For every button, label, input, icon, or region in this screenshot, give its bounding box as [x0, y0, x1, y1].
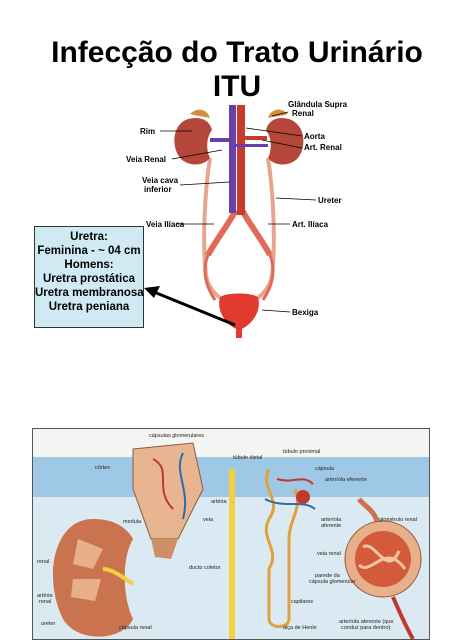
urethra-prostatic: Uretra prostática [42, 273, 136, 285]
nlabel-renal: renal [37, 559, 50, 565]
urethra-membranous: Uretra membranosa [35, 287, 144, 299]
label-bexiga: Bexiga [292, 308, 319, 317]
right-kidney [266, 118, 304, 165]
nlabel-capsula: cápsula [315, 466, 334, 472]
nlabel-tubulo-proximal: túbulo proximal [283, 449, 321, 455]
urethra-info-box: Uretra: Feminina - ~ 04 cm Homens: Uretr… [34, 226, 144, 328]
nlabel-parede-2: cápsula glomerular [309, 579, 356, 585]
nephron-illustration-panel: cápsulas glomerulares túbulo distal túbu… [32, 428, 430, 640]
urinary-system-illustration [174, 105, 304, 338]
collecting-duct [229, 469, 235, 639]
label-ureter: Ureter [318, 196, 342, 205]
nlabel-tubulo-distal: túbulo distal [233, 455, 263, 461]
urethra-men-heading: Homens: [64, 259, 114, 271]
kidney-section [53, 519, 133, 637]
nlabel-ureter: ureter [41, 621, 56, 627]
slide-subtitle: ITU [212, 70, 262, 103]
label-veia-cava-1: Veia cava [142, 176, 179, 185]
nlabel-cortex: córtex [95, 465, 110, 471]
nlabel-capsulas: cápsulas glomerulares [149, 433, 205, 439]
label-rim: Rim [140, 127, 156, 136]
left-iliac-artery [205, 208, 239, 257]
iliac-loop-right [261, 254, 275, 301]
nlabel-arteria-renal-1: artéria [37, 593, 53, 599]
nephron-tubule [264, 468, 299, 628]
right-renal-artery [245, 136, 267, 140]
label-aorta: Aorta [304, 132, 325, 141]
urethra-penile: Uretra peniana [48, 301, 130, 313]
nlabel-arteriola-eferente: arteríola eferente [325, 477, 367, 483]
nlabel-glomerulo: glomérulo renal [379, 517, 417, 523]
left-adrenal [190, 109, 210, 118]
aorta [237, 105, 245, 215]
nlabel-arteriola-aferente-1: arteríola [321, 517, 342, 523]
nlabel-medula: medula [123, 519, 142, 525]
nlabel-arteriola-aferente-2: aferente [321, 523, 342, 529]
nlabel-veia: veia [203, 517, 214, 523]
nlabel-aferente-1: arteríola aferente (que [339, 619, 394, 625]
glomerulus-small [296, 490, 310, 504]
urethra-female: Feminina - ~ 04 cm [37, 245, 141, 257]
bladder [219, 293, 259, 330]
pointer-arrow [144, 286, 236, 327]
nlabel-capilares: capilares [291, 599, 314, 605]
nlabel-arteria-renal-2: renal [39, 599, 52, 605]
nlabel-ducto: ducto coletor [189, 565, 221, 571]
vena-cava [229, 105, 236, 213]
urethra [236, 328, 242, 338]
label-veia-cava-2: inferior [144, 185, 172, 194]
nlabel-veia-renal: veia renal [317, 551, 341, 557]
nlabel-arteria: artéria [211, 499, 227, 505]
label-veia-iliaca: Veia Ilíaca [146, 220, 185, 229]
urethra-heading: Uretra: [70, 231, 108, 243]
label-art-iliaca: Art. Ilíaca [292, 220, 329, 229]
iliac-loop-left [203, 254, 217, 301]
label-art-renal: Art. Renal [304, 143, 342, 152]
left-renal-vein [210, 138, 230, 142]
nlabel-aferente-2: conduz para dentro) [341, 625, 391, 631]
label-veia-renal: Veia Renal [126, 155, 167, 164]
left-kidney [174, 118, 212, 165]
nlabel-alca: alça de Henle [283, 625, 317, 631]
label-glandula-1: Glândula Supra [288, 100, 348, 109]
right-renal-vein [236, 144, 268, 147]
slide-title: Infecção do Trato Urinário [51, 36, 423, 69]
nlabel-parede-1: parede da [315, 573, 340, 579]
nlabel-capsula-renal: cápsula renal [119, 625, 152, 631]
label-glandula-2: Renal [292, 109, 314, 118]
nephron-illustration [33, 442, 429, 639]
